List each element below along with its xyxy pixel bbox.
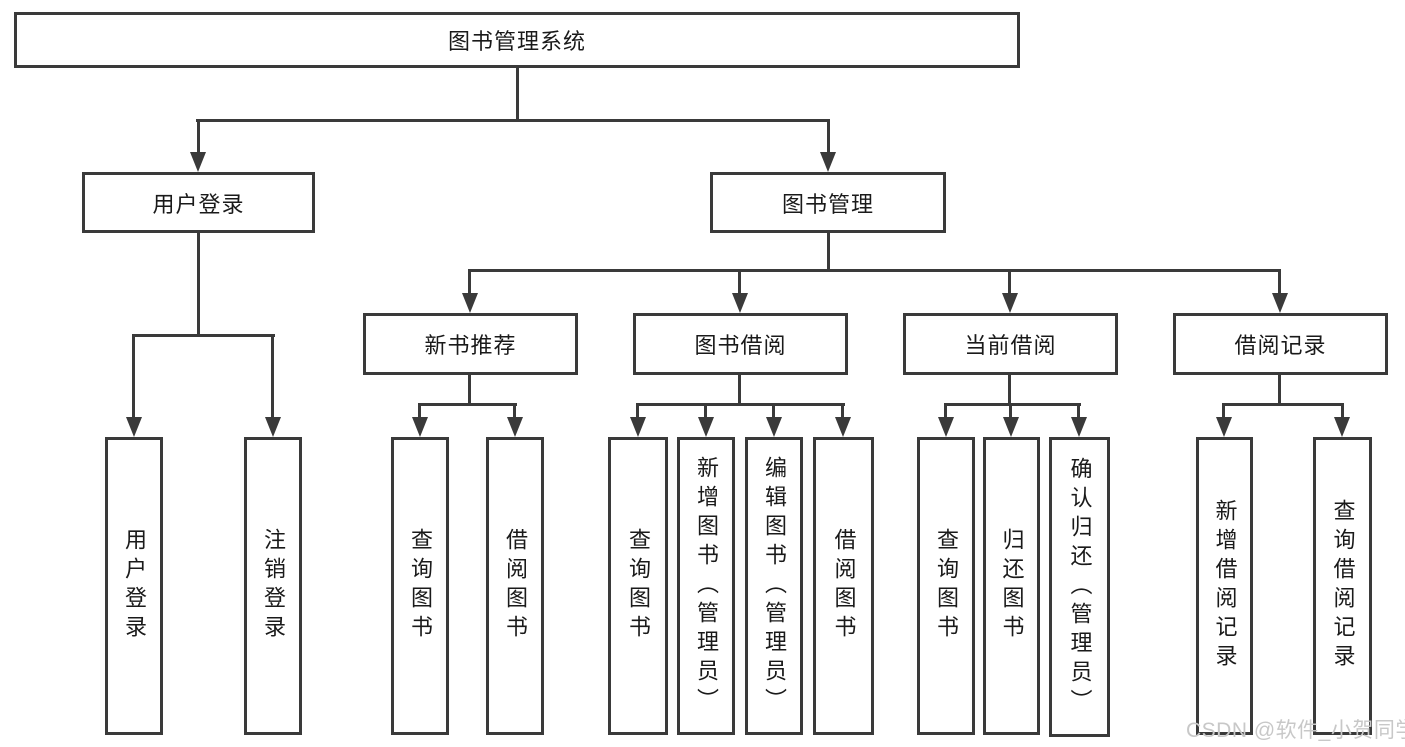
connector-level2-bar <box>196 119 830 122</box>
node-leaf-bb-borrow-label: 借阅图书 <box>831 528 857 644</box>
connector-shaft <box>132 334 135 418</box>
arrow-down-icon <box>412 417 428 437</box>
connector-shaft <box>1278 270 1281 295</box>
node-book-management-label: 图书管理 <box>781 191 874 217</box>
connector-group-bar <box>418 403 517 406</box>
node-borrow-record-label: 借阅记录 <box>1234 333 1327 358</box>
connector-shaft <box>704 404 707 419</box>
node-leaf-bb-query-label: 查询图书 <box>626 528 651 644</box>
node-leaf-bb-add: 新增图书（管理员） <box>677 437 735 735</box>
connector-shaft <box>468 270 471 295</box>
connector-shaft <box>841 404 844 419</box>
node-user-login: 用户登录 <box>82 172 315 233</box>
node-leaf-cb-confirm-label: 确认归还（管理员） <box>1067 456 1093 718</box>
arrow-down-icon <box>698 417 714 437</box>
node-leaf-bb-add-label: 新增图书（管理员） <box>694 455 719 717</box>
node-leaf-br-add-label: 新增借阅记录 <box>1212 499 1238 673</box>
connector-shaft <box>1222 404 1225 419</box>
node-book-management: 图书管理 <box>710 172 946 233</box>
arrow-down-icon <box>1216 417 1232 437</box>
connector-stem <box>738 374 741 406</box>
connector-shaft <box>271 334 274 418</box>
csdn-watermark: CSDN @软件_小贺同学 <box>1186 719 1405 742</box>
node-borrow-record: 借阅记录 <box>1173 313 1388 375</box>
connector-user-login-stem <box>197 232 200 336</box>
arrow-down-icon <box>1003 417 1019 437</box>
arrow-down-icon <box>1002 293 1018 313</box>
connector-shaft <box>1008 270 1011 295</box>
node-current-borrow: 当前借阅 <box>903 313 1118 375</box>
connector-shaft <box>738 270 741 295</box>
node-leaf-cb-query: 查询图书 <box>917 437 975 735</box>
node-new-book-recommend-label: 新书推荐 <box>424 333 517 358</box>
connector-shaft <box>772 404 775 419</box>
connector-shaft <box>197 120 200 154</box>
node-current-borrow-label: 当前借阅 <box>964 333 1057 358</box>
connector-shaft <box>513 404 516 419</box>
connector-stem <box>1008 374 1011 406</box>
node-leaf-logout: 注销登录 <box>244 437 302 735</box>
node-leaf-br-query-label: 查询借阅记录 <box>1330 499 1356 673</box>
connector-group-bar <box>944 403 1081 406</box>
connector-shaft <box>827 120 830 154</box>
node-book-borrow-label: 图书借阅 <box>694 333 787 358</box>
arrow-down-icon <box>732 293 748 313</box>
connector-user-login-bar <box>132 334 275 337</box>
arrow-down-icon <box>462 293 478 313</box>
arrow-down-icon <box>126 417 142 437</box>
connector-book-mgmt-stem <box>827 232 830 272</box>
arrow-down-icon <box>507 417 523 437</box>
arrow-down-icon <box>1272 293 1288 313</box>
node-new-book-recommend: 新书推荐 <box>363 313 578 375</box>
connector-shaft <box>636 404 639 419</box>
node-leaf-cb-confirm: 确认归还（管理员） <box>1049 437 1110 737</box>
node-leaf-bb-edit: 编辑图书（管理员） <box>745 437 803 735</box>
arrow-down-icon <box>265 417 281 437</box>
connector-root-stem <box>516 66 519 121</box>
node-leaf-nbr-query: 查询图书 <box>391 437 449 735</box>
connector-shaft <box>1077 404 1080 419</box>
connector-shaft <box>1009 404 1012 419</box>
node-leaf-br-add: 新增借阅记录 <box>1196 437 1253 735</box>
node-leaf-br-query: 查询借阅记录 <box>1313 437 1372 735</box>
connector-level3-bar <box>468 269 1281 272</box>
arrow-down-icon <box>938 417 954 437</box>
connector-group-bar <box>1222 403 1344 406</box>
node-leaf-nbr-borrow: 借阅图书 <box>486 437 544 735</box>
connector-shaft <box>944 404 947 419</box>
arrow-down-icon <box>1334 417 1350 437</box>
arrow-down-icon <box>630 417 646 437</box>
node-leaf-user-login-label: 用户登录 <box>122 528 147 644</box>
connector-stem <box>468 374 471 406</box>
node-leaf-bb-query: 查询图书 <box>608 437 668 735</box>
arrow-down-icon <box>190 152 206 172</box>
node-book-borrow: 图书借阅 <box>633 313 848 375</box>
node-leaf-logout-label: 注销登录 <box>261 528 286 644</box>
arrow-down-icon <box>766 417 782 437</box>
arrow-down-icon <box>835 417 851 437</box>
arrow-down-icon <box>1071 417 1087 437</box>
node-leaf-user-login: 用户登录 <box>105 437 163 735</box>
node-leaf-bb-borrow: 借阅图书 <box>813 437 874 735</box>
node-root: 图书管理系统 <box>14 12 1020 68</box>
arrow-down-icon <box>820 152 836 172</box>
node-root-label: 图书管理系统 <box>447 29 586 54</box>
node-leaf-cb-return: 归还图书 <box>983 437 1040 735</box>
connector-shaft <box>418 404 421 419</box>
node-user-login-label: 用户登录 <box>152 191 245 217</box>
node-leaf-nbr-borrow-label: 借阅图书 <box>503 528 528 644</box>
node-leaf-cb-query-label: 查询图书 <box>934 528 959 644</box>
connector-stem <box>1278 374 1281 406</box>
node-leaf-cb-return-label: 归还图书 <box>999 528 1025 644</box>
node-leaf-bb-edit-label: 编辑图书（管理员） <box>762 455 787 717</box>
connector-group-bar <box>636 403 845 406</box>
node-leaf-nbr-query-label: 查询图书 <box>408 528 433 644</box>
connector-shaft <box>1341 404 1344 419</box>
